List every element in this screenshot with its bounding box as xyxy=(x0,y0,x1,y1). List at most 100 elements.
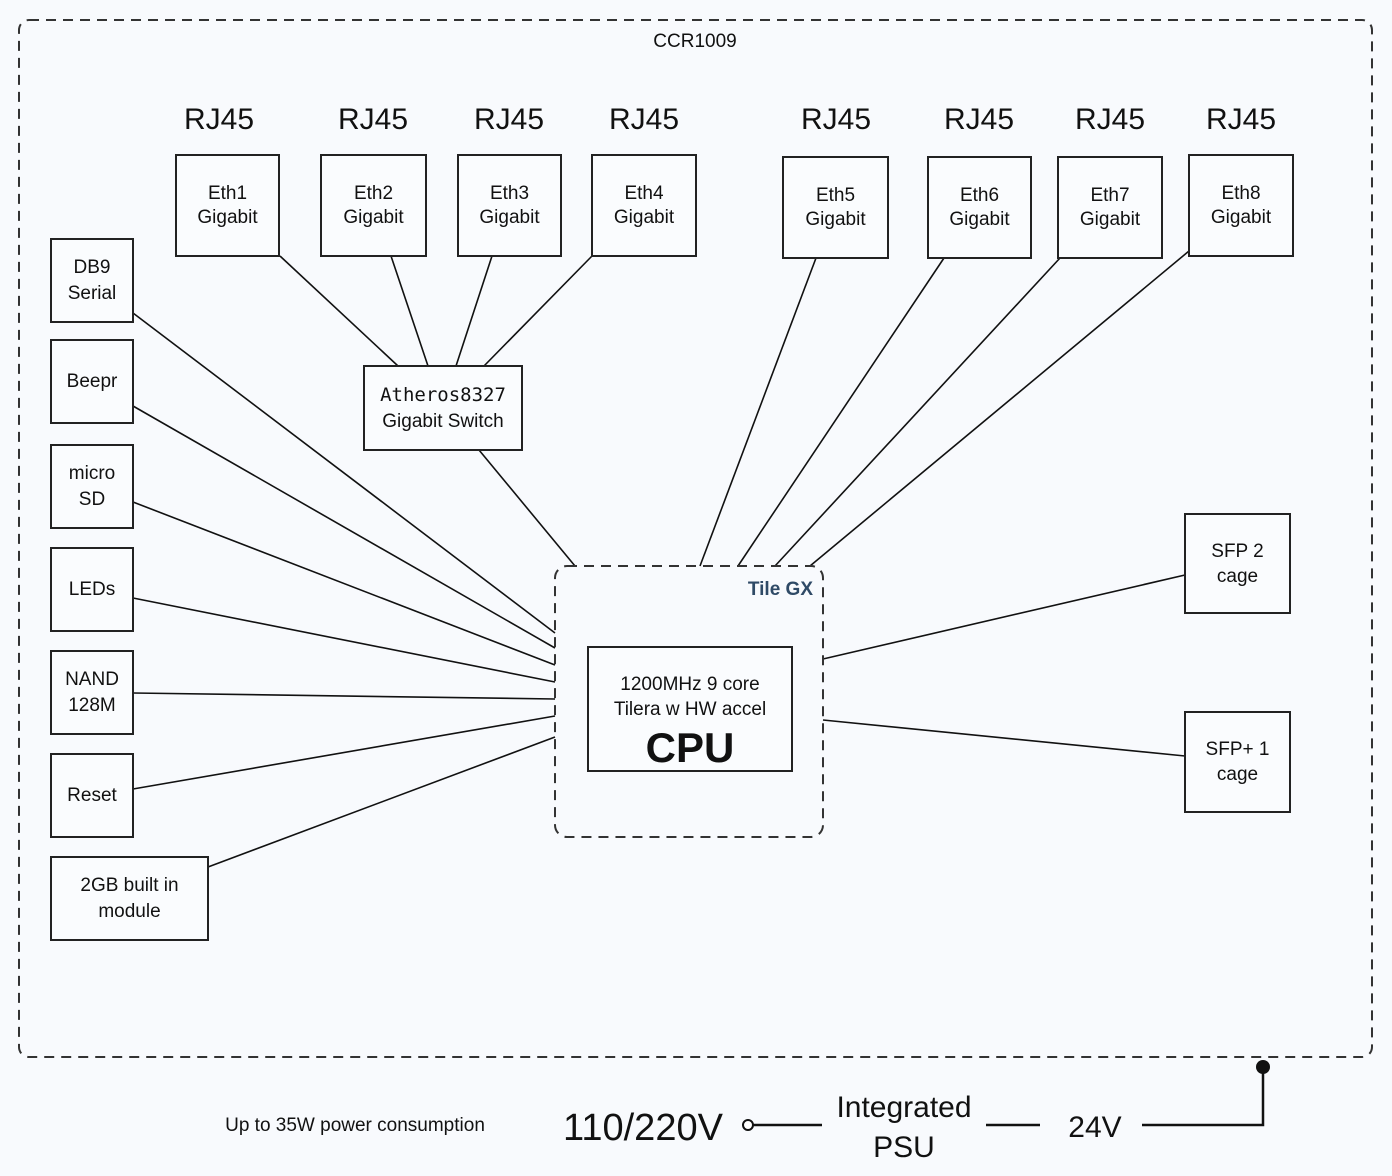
port-name: Eth4 xyxy=(624,183,664,204)
sfp-cage-2: SFP+ 1 cage xyxy=(1184,711,1291,813)
rj45-label: RJ45 xyxy=(184,103,254,136)
port-name: Eth1 xyxy=(208,183,247,204)
wire-eth1-switch xyxy=(279,255,399,367)
power-consumption: Up to 35W power consumption xyxy=(225,1115,485,1136)
wire-leds-cpu xyxy=(132,597,556,683)
component-leds: LEDs xyxy=(50,547,134,632)
board-outline xyxy=(18,19,1373,1058)
component-box xyxy=(50,238,134,323)
port-name: Eth3 xyxy=(490,183,529,204)
switch-desc: Gigabit Switch xyxy=(382,411,503,432)
wire-nand-cpu xyxy=(132,692,556,700)
sfp-cage-box xyxy=(1184,711,1291,813)
port-name: Eth6 xyxy=(960,185,999,206)
cpu-spec-2: Tilera w HW accel xyxy=(614,699,766,720)
rj45-label: RJ45 xyxy=(1075,103,1145,136)
wire-eth6-cpu xyxy=(737,257,945,567)
port-speed: Gigabit xyxy=(197,207,258,228)
component-label-1: Reset xyxy=(67,785,117,806)
input-terminal-icon xyxy=(742,1119,754,1131)
port-name: Eth5 xyxy=(816,185,855,206)
sfp-label-2: cage xyxy=(1217,764,1258,785)
component-beeper: Beepr xyxy=(50,339,134,424)
port-name: Eth8 xyxy=(1221,183,1260,204)
wire-sfp2-cpu xyxy=(822,574,1186,660)
rj45-label: RJ45 xyxy=(1206,103,1276,136)
cpu-spec-1: 1200MHz 9 core xyxy=(620,674,759,695)
sfp-cage-box xyxy=(1184,513,1291,614)
component-label-2: module xyxy=(98,901,160,922)
component-label-1: Beepr xyxy=(67,371,118,392)
component-label-1: micro xyxy=(69,463,115,484)
component-label-1: NAND xyxy=(65,669,119,690)
port-speed: Gigabit xyxy=(614,207,675,228)
rj45-label: RJ45 xyxy=(944,103,1014,136)
component-label-1: 2GB built in xyxy=(80,875,178,896)
atheros-switch: Atheros8327 Gigabit Switch xyxy=(363,365,523,451)
board-title: CCR1009 xyxy=(653,31,736,52)
peripheral-components: DB9SerialBeeprmicroSDLEDsNAND128MReset2G… xyxy=(50,238,209,941)
wire-eth8-cpu xyxy=(809,250,1190,567)
tile-gx-label: Tile GX xyxy=(748,579,813,600)
switch-model: Atheros8327 xyxy=(380,384,506,406)
rj45-label: RJ45 xyxy=(801,103,871,136)
output-voltage: 24V xyxy=(1068,1111,1121,1144)
component-box xyxy=(50,856,209,941)
ethernet-ports: RJ45Eth1GigabitRJ45Eth2GigabitRJ45Eth3Gi… xyxy=(175,103,1294,259)
port-speed: Gigabit xyxy=(343,207,404,228)
rj45-label: RJ45 xyxy=(609,103,679,136)
ethernet-port-box xyxy=(457,154,562,257)
ethernet-port-box xyxy=(1188,154,1294,257)
wire-sfpplus1-cpu xyxy=(822,719,1186,757)
ethernet-port-box xyxy=(782,156,889,259)
component-box xyxy=(50,444,134,529)
ethernet-port-box xyxy=(927,156,1032,259)
port-speed: Gigabit xyxy=(1211,207,1272,228)
wire-eth3-switch xyxy=(455,255,493,367)
wire-microsd-cpu xyxy=(132,501,556,666)
port-speed: Gigabit xyxy=(949,209,1010,230)
ethernet-port-box xyxy=(591,154,697,257)
tile-gx-outline xyxy=(554,565,824,838)
port-speed: Gigabit xyxy=(1080,209,1141,230)
port-speed: Gigabit xyxy=(805,209,866,230)
rj45-label: RJ45 xyxy=(474,103,544,136)
wire-db9-cpu xyxy=(132,312,556,634)
wire-ram-cpu xyxy=(207,736,556,868)
board-power-junction-icon xyxy=(1256,1060,1270,1074)
psu-label-2: PSU xyxy=(873,1131,935,1164)
cpu-box xyxy=(587,646,793,772)
rj45-label: RJ45 xyxy=(338,103,408,136)
component-label-2: SD xyxy=(79,489,105,510)
component-ram-module: 2GB built in module xyxy=(50,856,209,941)
wire-eth4-switch xyxy=(483,255,593,367)
sfp-label-1: SFP+ 1 xyxy=(1206,739,1270,760)
wire-switch-cpu xyxy=(478,449,576,567)
component-box xyxy=(50,547,134,632)
wire-eth7-cpu xyxy=(774,257,1061,567)
cpu-label: CPU xyxy=(646,724,735,771)
ethernet-port-box xyxy=(175,154,280,257)
psu-label-1: Integrated xyxy=(836,1091,971,1124)
connection-wires xyxy=(132,250,1190,868)
component-label-1: DB9 xyxy=(74,257,111,278)
wire-eth5-cpu xyxy=(699,257,817,567)
sfp-label-2: cage xyxy=(1217,566,1258,587)
component-reset: Reset xyxy=(50,753,134,838)
port-name: Eth2 xyxy=(354,183,393,204)
port-name: Eth7 xyxy=(1090,185,1129,206)
ethernet-port-box xyxy=(1057,156,1163,259)
cpu-package: Tile GX 1200MHz 9 core Tilera w HW accel… xyxy=(554,565,824,838)
component-label-2: Serial xyxy=(68,283,117,304)
